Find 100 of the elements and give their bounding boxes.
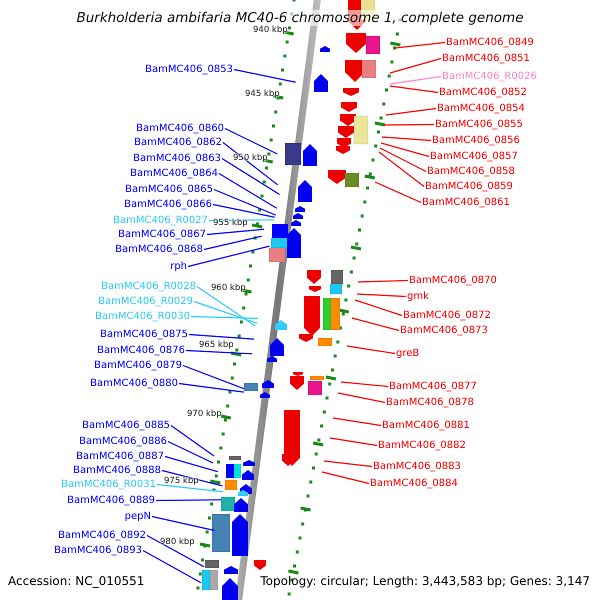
leader-line xyxy=(390,58,442,74)
gene-label: BamMC406_0889 xyxy=(67,494,155,507)
gene-label: BamMC406_0872 xyxy=(403,309,491,322)
accession-text: Accession: NC_010551 xyxy=(8,574,144,589)
leader-line xyxy=(222,158,280,195)
gene-label: BamMC406_0859 xyxy=(425,180,513,193)
leader-line xyxy=(206,228,264,236)
gene-label: BamMC406_0856 xyxy=(432,134,520,147)
leader-line xyxy=(156,484,223,492)
gene-label: BamMC406_0879 xyxy=(94,359,182,372)
leader-line xyxy=(378,152,424,187)
gene-label: BamMC406_R0031 xyxy=(61,478,156,491)
gene-label: BamMC406_0892 xyxy=(58,529,146,542)
gene-label: BamMC406_0880 xyxy=(90,377,178,390)
gene-label: BamMC406_R0029 xyxy=(98,295,193,308)
leader-line xyxy=(346,345,396,354)
leader-line xyxy=(332,417,382,426)
scale-label: 980 kbp xyxy=(160,538,195,547)
leader-line xyxy=(222,142,278,186)
leader-line xyxy=(224,128,278,155)
gene-label: BamMC406_R0028 xyxy=(101,280,196,293)
leader-line xyxy=(209,219,274,222)
leader-line xyxy=(358,280,408,283)
gene-label: BamMC406_0876 xyxy=(97,344,185,357)
gene-label: BamMC406_0854 xyxy=(437,102,525,115)
leader-line xyxy=(194,300,258,324)
gene-label: BamMC406_0885 xyxy=(82,419,170,432)
scale-label: 945 kbp xyxy=(245,90,280,99)
leader-line xyxy=(164,456,218,472)
leader-line xyxy=(156,499,221,502)
gene-label: BamMC406_0866 xyxy=(124,198,212,211)
leader-line xyxy=(384,124,434,126)
gene-label: pepN xyxy=(124,510,151,523)
leader-line xyxy=(190,316,258,320)
leader-line xyxy=(178,382,244,393)
gene-label: BamMC406_R0027 xyxy=(113,214,208,227)
leader-line xyxy=(390,76,442,85)
gene-label: BamMC406_0878 xyxy=(386,396,474,409)
gene-label: BamMC406_R0026 xyxy=(442,70,537,83)
leader-line xyxy=(386,108,436,116)
gene-label: BamMC406_0887 xyxy=(76,450,164,463)
leader-line xyxy=(390,85,438,94)
leader-line xyxy=(380,142,430,158)
leader-line xyxy=(188,334,254,340)
title: Burkholderia ambifaria MC40-6 chromosome 1, complete genome xyxy=(76,10,524,26)
scale-label: 960 kbp xyxy=(211,284,246,293)
gene-label: BamMC406_0857 xyxy=(430,150,518,163)
leader-line xyxy=(146,534,204,568)
gene-label: BamMC406_0877 xyxy=(389,380,477,393)
gene-label: BamMC406_0888 xyxy=(73,464,161,477)
leader-line xyxy=(196,286,256,326)
gene-label: BamMC406_0864 xyxy=(130,167,218,180)
leader-line xyxy=(324,460,372,468)
gene-label: BamMC406_0862 xyxy=(134,136,222,149)
gene-label: BamMC406_0870 xyxy=(409,274,497,287)
leader-line xyxy=(380,147,426,172)
leader-line xyxy=(354,299,402,316)
gene-label: greB xyxy=(396,347,420,360)
gene-label: BamMC406_0858 xyxy=(427,165,515,178)
leader-line xyxy=(182,364,244,390)
leader-line xyxy=(212,204,275,218)
leader-line xyxy=(394,42,446,49)
leader-line xyxy=(338,392,386,404)
gene-label: BamMC406_0865 xyxy=(125,183,213,196)
leader-line xyxy=(234,68,296,83)
leader-line xyxy=(168,440,214,464)
scale-label: 975 kbp xyxy=(164,477,199,486)
gene-label: BamMC406_0855 xyxy=(435,118,523,131)
leader-line xyxy=(218,172,278,209)
leader-line xyxy=(162,470,223,487)
leader-line xyxy=(214,188,276,216)
leader-line xyxy=(322,471,370,484)
gene-label: BamMC406_0883 xyxy=(373,460,461,473)
leader-line xyxy=(340,381,388,388)
leader-line xyxy=(374,181,422,204)
leader-line xyxy=(152,516,215,532)
scale-label: 955 kbp xyxy=(213,219,248,228)
gene-label: BamMC406_0868 xyxy=(115,243,203,256)
leader-line xyxy=(356,293,406,298)
leader-line xyxy=(186,350,252,354)
gene-label: BamMC406_0849 xyxy=(446,36,534,49)
leader-line xyxy=(204,236,262,250)
gene-label: BamMC406_R0030 xyxy=(95,310,190,323)
gene-label: BamMC406_0893 xyxy=(54,544,142,557)
leader-line xyxy=(352,317,400,332)
gene-label: BamMC406_0882 xyxy=(378,439,466,452)
gene-label: BamMC406_0852 xyxy=(439,86,527,99)
gene-label: BamMC406_0860 xyxy=(136,122,224,135)
gene-label: BamMC406_0884 xyxy=(370,477,458,490)
leader-line xyxy=(330,437,378,446)
gene-label: gmk xyxy=(407,290,429,303)
gene-label: BamMC406_0867 xyxy=(118,228,206,241)
gene-label: BamMC406_0861 xyxy=(422,196,510,209)
leader-line xyxy=(382,136,432,142)
gene-label: BamMC406_0881 xyxy=(382,419,470,432)
leader-line xyxy=(142,550,202,584)
scale-label: 940 kbp xyxy=(253,26,288,35)
leader-line xyxy=(170,425,214,456)
gene-label: BamMC406_0886 xyxy=(79,435,167,448)
leader-line xyxy=(188,246,270,268)
